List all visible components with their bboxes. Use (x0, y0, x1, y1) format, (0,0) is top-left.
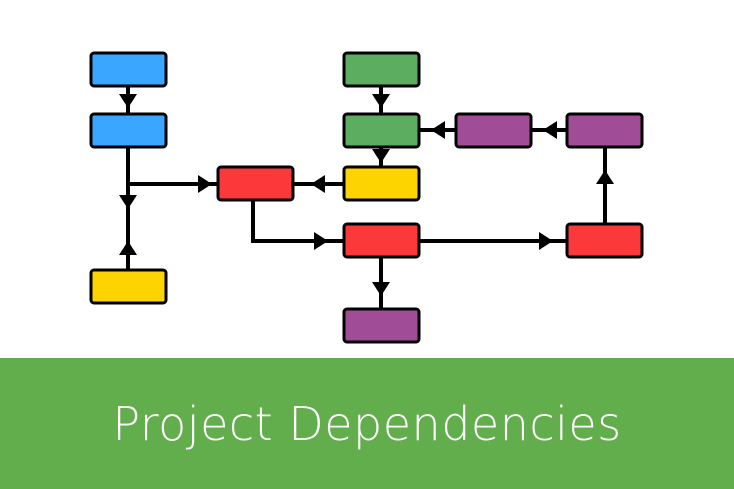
edge-purple-1-to-green-2 (419, 121, 456, 139)
edge-green-2-to-yellow-2 (372, 147, 390, 167)
node-yellow-1 (89, 268, 168, 305)
edge-yellow-1-to-blue-2 (119, 147, 137, 270)
arrowhead-icon (119, 241, 137, 255)
edges-layer (119, 86, 614, 309)
nodes-layer (89, 51, 644, 344)
node-green-1 (342, 51, 421, 88)
node-yellow-2 (342, 165, 421, 202)
node-purple-2 (565, 112, 644, 149)
banner-title: Project Dependencies (112, 396, 622, 451)
arrowhead-icon (543, 121, 557, 139)
edge-red-2-to-purple-3 (372, 257, 390, 309)
edge-green-1-to-green-2 (372, 86, 390, 114)
edge-purple-2-to-purple-1 (531, 121, 567, 139)
node-red-2 (342, 222, 421, 259)
arrowhead-icon (596, 170, 614, 184)
edge-line (251, 200, 344, 243)
node-blue-2 (89, 112, 168, 149)
dependency-diagram (89, 51, 644, 344)
edge-blue-2-to-red-1 (126, 147, 218, 193)
edge-red-2-to-red-3 (419, 232, 567, 250)
node-red-3 (565, 222, 644, 259)
arrowhead-icon (314, 232, 328, 250)
arrowhead-icon (372, 282, 390, 296)
edge-yellow-2-to-red-1 (293, 175, 344, 193)
node-red-1 (216, 165, 295, 202)
arrowhead-icon (372, 149, 390, 163)
arrowhead-icon (372, 94, 390, 108)
arrowhead-icon (539, 232, 553, 250)
arrowhead-icon (119, 195, 137, 209)
arrowhead-icon (198, 175, 212, 193)
edge-red-3-to-purple-2 (596, 147, 614, 224)
node-blue-1 (89, 51, 168, 88)
edge-red-1-to-red-2 (251, 200, 344, 250)
node-purple-3 (342, 307, 421, 344)
title-banner: Project Dependencies (0, 358, 734, 489)
node-green-2 (342, 112, 421, 149)
arrowhead-icon (119, 94, 137, 108)
node-purple-1 (454, 112, 533, 149)
arrowhead-icon (431, 121, 445, 139)
edge-line (126, 147, 218, 186)
arrowhead-icon (311, 175, 325, 193)
edge-blue-1-to-blue-2 (119, 86, 137, 114)
